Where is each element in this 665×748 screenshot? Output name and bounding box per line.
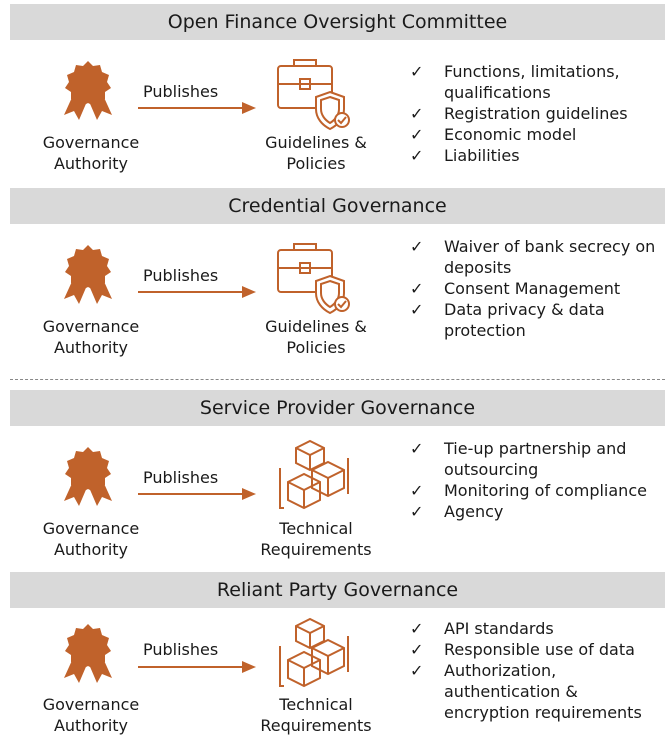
list-item: ✓ Liabilities	[408, 145, 665, 166]
checkmark-icon: ✓	[410, 125, 424, 144]
section-header: Service Provider Governance	[10, 390, 665, 426]
requirements-list: ✓ Waiver of bank secrecy on deposits ✓ Con…	[408, 236, 665, 341]
list-item: ✓ Consent Management	[408, 278, 665, 299]
list-item-text: Monitoring of compliance	[444, 481, 647, 500]
list-item: ✓ Data privacy & data protection	[408, 299, 665, 341]
arrow-right-icon	[138, 286, 256, 298]
requirements-list: ✓ Tie-up partnership and outsourcing ✓ Mon…	[408, 438, 665, 522]
award-ribbon-icon	[64, 61, 112, 120]
cubes-icon	[279, 617, 349, 688]
list-item: ✓ Economic model	[408, 124, 665, 145]
source-label: Governance Authority	[42, 519, 140, 559]
checkmark-icon: ✓	[410, 640, 424, 659]
list-item-text: API standards	[444, 619, 554, 638]
section-header: Credential Governance	[10, 188, 665, 224]
list-item: ✓ Responsible use of data	[408, 639, 665, 660]
section-reliant-party-governance: Reliant Party Governance Governance Auth…	[0, 572, 665, 748]
action-label: Publishes	[143, 82, 219, 101]
source-label: Governance Authority	[42, 695, 140, 735]
action-label: Publishes	[143, 640, 219, 659]
list-item-text: Data privacy & data protection	[444, 300, 605, 340]
list-item-text: Authorization, authentication & encrypti…	[444, 661, 642, 722]
checkmark-icon: ✓	[410, 481, 424, 500]
requirements-list: ✓Functions, limitations, qualifications …	[408, 61, 665, 166]
checkmark-icon: ✓	[410, 300, 424, 319]
checkmark-icon: ✓	[410, 146, 424, 165]
award-ribbon-icon	[64, 245, 112, 304]
list-item-text: Consent Management	[444, 279, 621, 298]
list-item: ✓ Tie-up partnership and outsourcing	[408, 438, 665, 480]
target-label: Guidelines & Policies	[265, 317, 367, 357]
target-label: Technical Requirements	[260, 519, 372, 559]
list-item-text: Tie-up partnership and outsourcing	[444, 439, 627, 479]
section-service-provider-governance: Service Provider Governance Governance A…	[0, 390, 665, 560]
requirements-list: ✓API standards ✓Responsible use of data …	[408, 618, 665, 723]
checkmark-icon: ✓	[410, 661, 424, 680]
list-item-text: Waiver of bank secrecy on deposits	[444, 237, 656, 277]
action-label: Publishes	[143, 266, 219, 285]
section-oversight-committee: Open Finance Oversight Committee Governa…	[0, 4, 665, 184]
arrow-right-icon	[138, 488, 256, 500]
checkmark-icon: ✓	[410, 237, 424, 256]
checkmark-icon: ✓	[410, 279, 424, 298]
list-item-text: Registration guidelines	[444, 104, 628, 123]
checkmark-icon: ✓	[410, 62, 424, 81]
section-header: Reliant Party Governance	[10, 572, 665, 608]
action-label: Publishes	[143, 468, 219, 487]
list-item: ✓ API standards	[408, 618, 665, 639]
target-label: Guidelines & Policies	[265, 133, 367, 173]
source-label: Governance Authority	[42, 133, 140, 173]
list-item-text: Functions, limitations, qualifications	[444, 62, 620, 102]
checkmark-icon: ✓	[410, 502, 424, 521]
award-ribbon-icon	[64, 447, 112, 506]
list-item: ✓ Functions, limitations, qualifications	[408, 61, 665, 103]
list-item: ✓ Authorization, authentication & encrypt…	[408, 660, 665, 723]
source-label: Governance Authority	[42, 317, 140, 357]
list-item-text: Liabilities	[444, 146, 520, 165]
checkmark-icon: ✓	[410, 619, 424, 638]
target-label: Technical Requirements	[260, 695, 372, 735]
list-item-text: Responsible use of data	[444, 640, 635, 659]
list-item: ✓ Registration guidelines	[408, 103, 665, 124]
list-item: ✓ Monitoring of compliance	[408, 480, 665, 501]
list-item: ✓ Waiver of bank secrecy on deposits	[408, 236, 665, 278]
section-credential-governance: Credential Governance Governance Authori…	[0, 188, 665, 368]
award-ribbon-icon	[64, 624, 112, 683]
list-item: ✓ Agency	[408, 501, 665, 522]
dashed-divider	[10, 379, 665, 380]
briefcase-shield-icon	[277, 59, 350, 131]
checkmark-icon: ✓	[410, 439, 424, 458]
arrow-right-icon	[138, 661, 256, 673]
checkmark-icon: ✓	[410, 104, 424, 123]
list-item-text: Economic model	[444, 125, 577, 144]
cubes-icon	[279, 439, 349, 510]
list-item-text: Agency	[444, 502, 504, 521]
briefcase-shield-icon	[277, 243, 350, 315]
section-header: Open Finance Oversight Committee	[10, 4, 665, 40]
arrow-right-icon	[138, 102, 256, 114]
